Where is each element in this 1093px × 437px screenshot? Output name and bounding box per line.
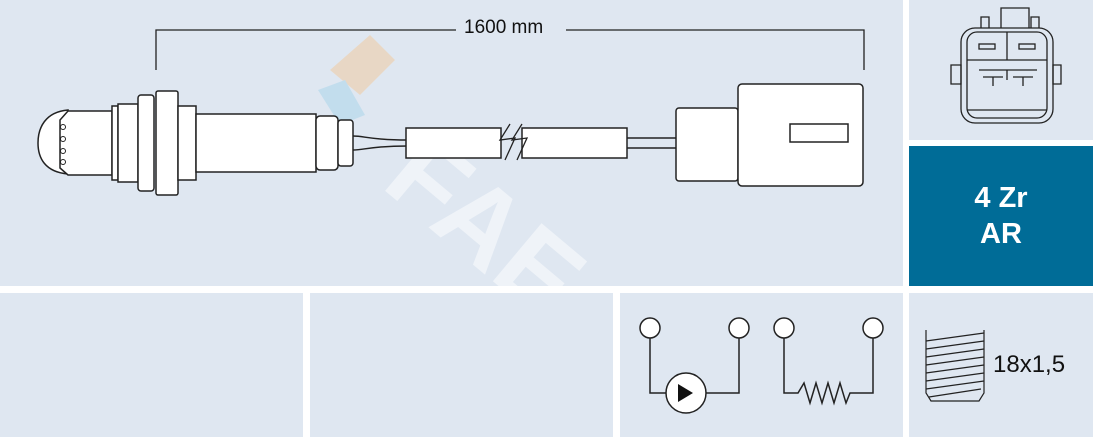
- sensor-tip-holes: [60, 124, 66, 165]
- sensor-type-line1: 4 Zr: [974, 182, 1028, 214]
- connector-panel: [909, 0, 1093, 140]
- sensor-type-badge: 4 Zr AR: [909, 146, 1093, 286]
- thread-icon: [925, 330, 985, 402]
- sensor-body: [37, 83, 864, 196]
- cable-break-mark: [498, 123, 529, 161]
- oxygen-sensor-drawing: FAE: [37, 29, 865, 286]
- terminal-icon: [862, 317, 884, 339]
- connector-icon: [950, 7, 1062, 124]
- terminal-icon: [728, 317, 750, 339]
- wiring-diagram-panel: [620, 293, 903, 437]
- terminal-icon: [639, 317, 661, 339]
- sensor-type-line2: AR: [980, 218, 1022, 250]
- thread-size-label: 18x1,5: [993, 351, 1066, 378]
- terminal-icon: [773, 317, 795, 339]
- thread-panel: [909, 293, 1093, 437]
- fae-watermark-logo: FAE: [318, 35, 607, 286]
- dimension-line: [155, 29, 865, 70]
- empty-panel-2: [310, 293, 613, 437]
- sensor-drawing-panel: FAE 1600 m: [0, 0, 903, 286]
- heater-resistor-icon: [783, 338, 874, 406]
- empty-panel-1: [0, 293, 303, 437]
- wiring-diagram: [639, 317, 884, 414]
- cable-length-label: 1600 mm: [456, 17, 552, 39]
